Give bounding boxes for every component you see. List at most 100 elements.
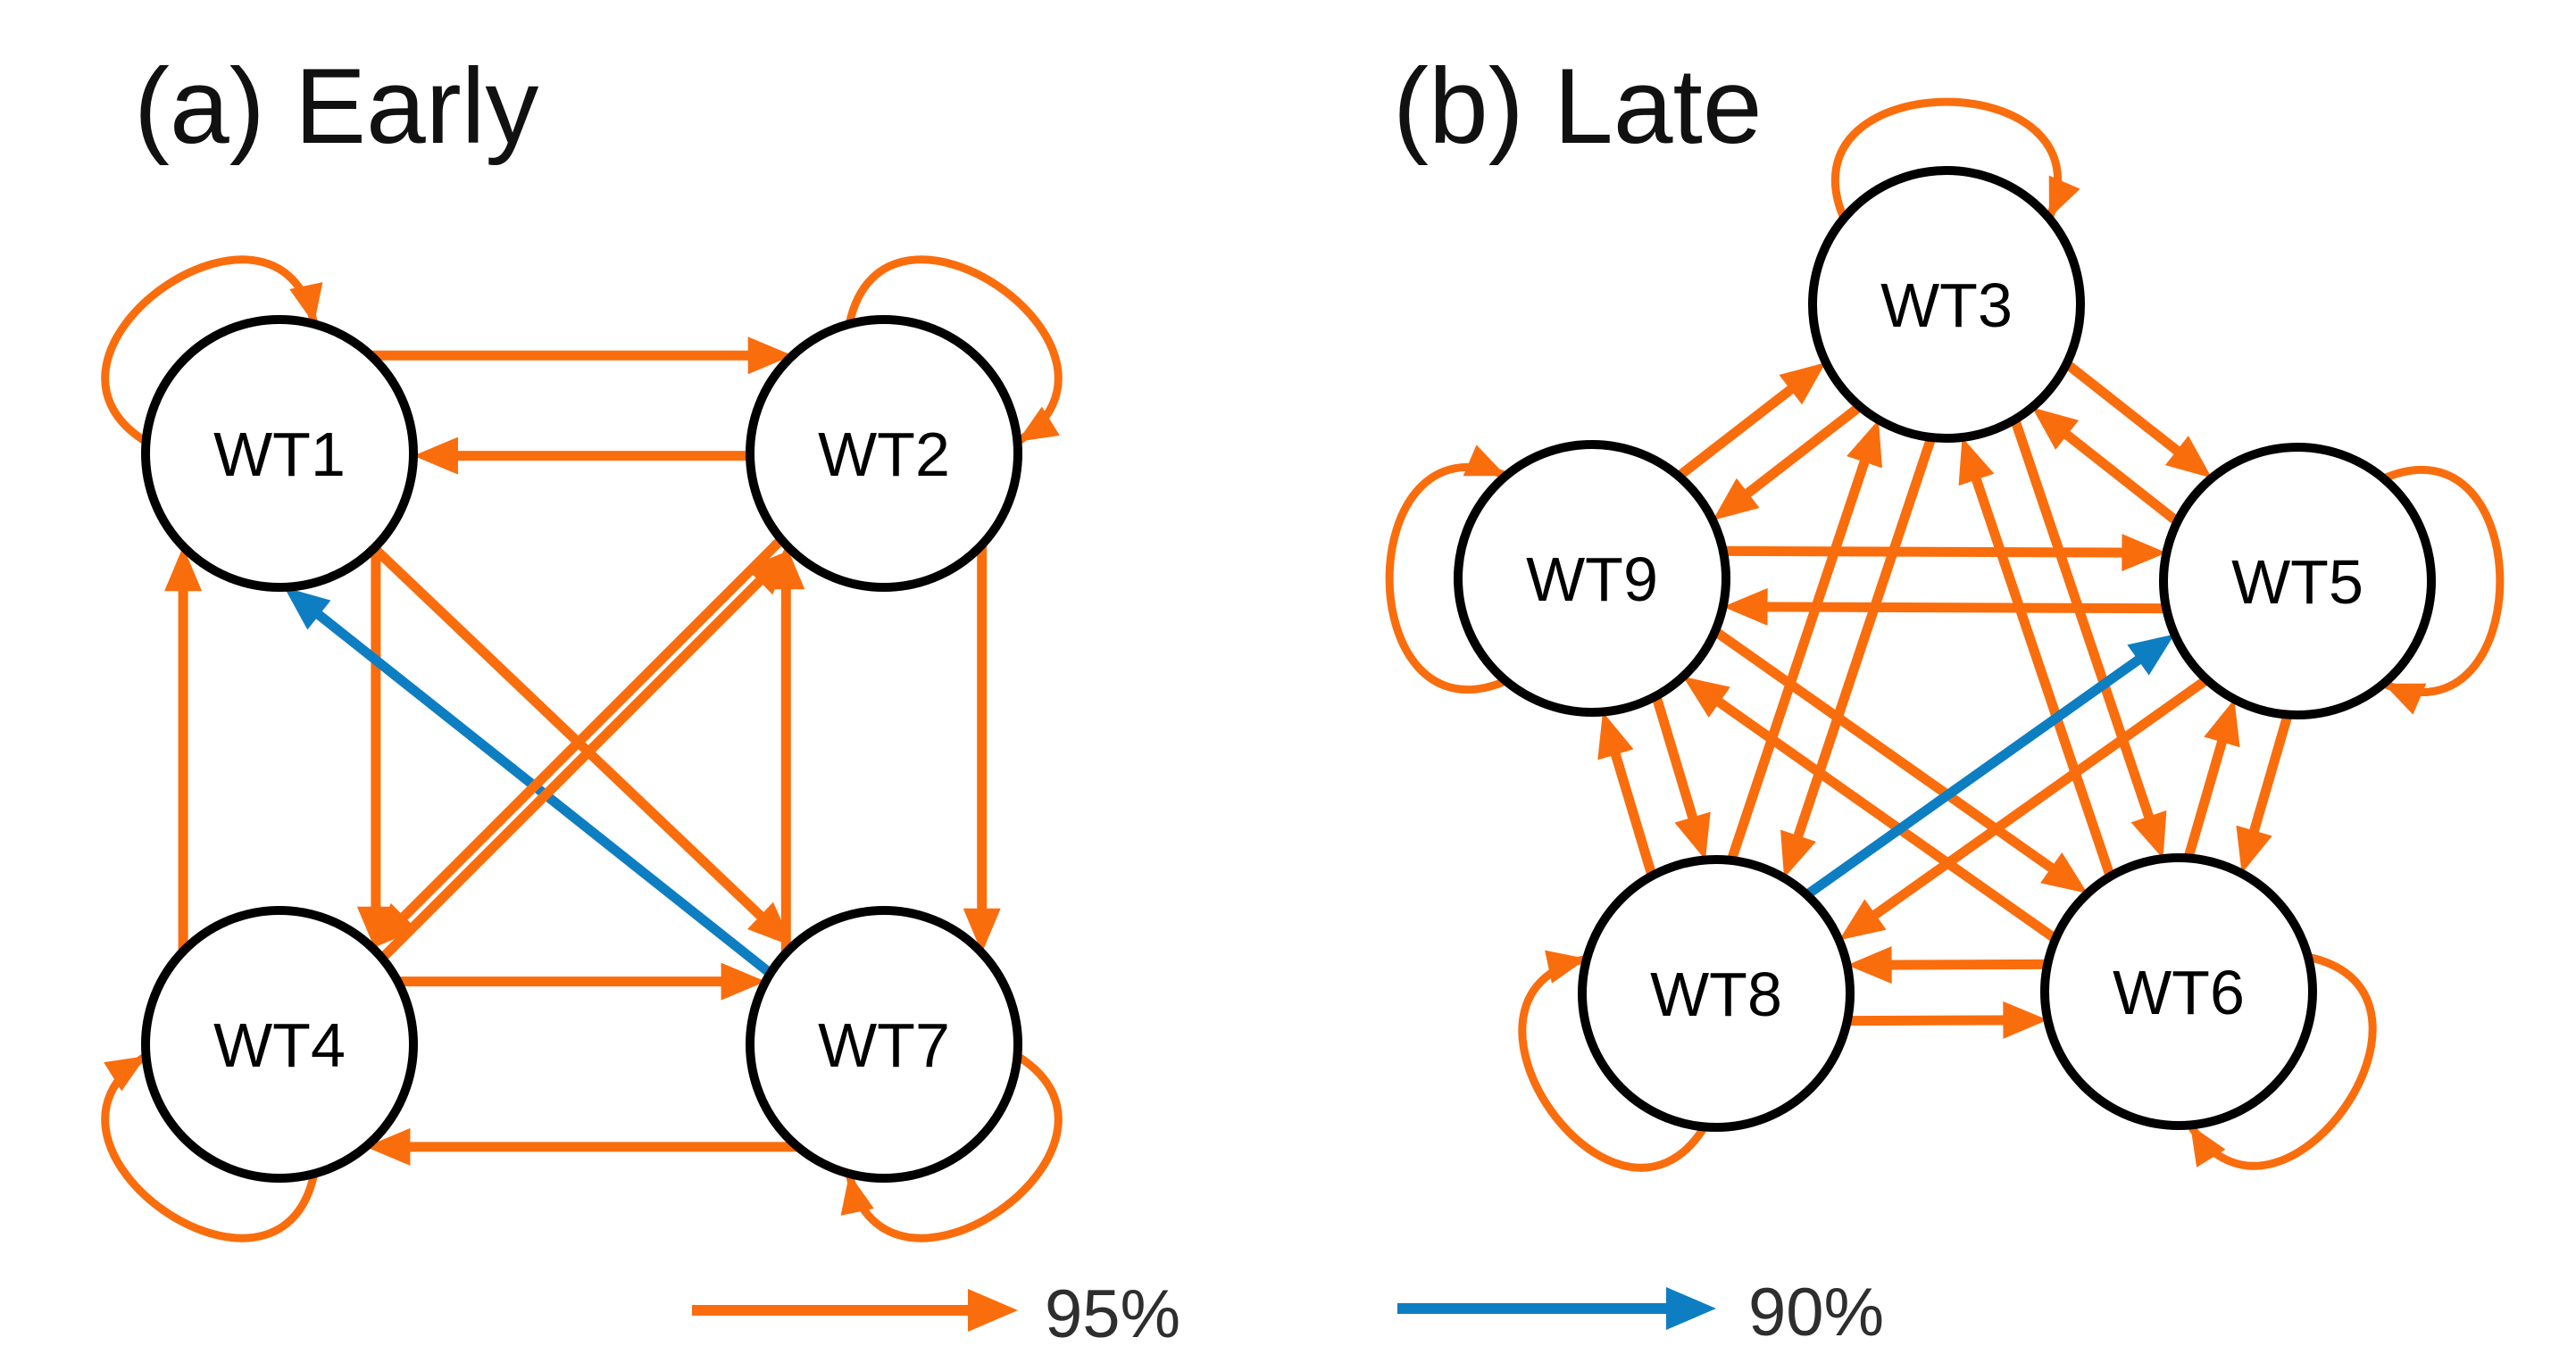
node-wt2-circle — [746, 315, 1022, 592]
node-wt2: WT2 — [746, 315, 1022, 592]
node-wt1: WT1 — [141, 315, 418, 592]
arrowhead-icon — [2040, 852, 2088, 893]
arrowhead-icon — [2383, 683, 2427, 715]
arrowhead-icon — [1722, 587, 1768, 626]
edge-wt8-wt3 — [1726, 420, 1882, 862]
edge-wt6-wt8 — [1847, 946, 2048, 985]
arrowhead-icon — [365, 1127, 411, 1166]
arrowhead-icon — [1847, 420, 1882, 469]
arrowhead-icon — [2127, 634, 2175, 676]
node-wt2-label: WT2 — [818, 420, 950, 489]
edge-wt9-wt5 — [1722, 534, 2167, 572]
edge-wt1-wt4 — [356, 546, 395, 951]
node-wt4: WT4 — [141, 906, 418, 1183]
arrowhead-icon — [2130, 810, 2167, 860]
edge-wt2-wt7 — [963, 544, 1001, 953]
node-wt7: WT7 — [746, 906, 1022, 1183]
edge-wt5-wt9 — [1722, 587, 2167, 626]
node-wt5: WT5 — [2159, 443, 2436, 719]
edge-wt6-wt9 — [1682, 677, 2059, 943]
edge-wt3-wt8 — [1780, 436, 1937, 878]
edge-line — [1722, 545, 2140, 558]
node-wt9-label: WT9 — [1526, 544, 1658, 614]
node-wt8-circle — [1578, 855, 1855, 1132]
arrowhead-icon — [2031, 407, 2080, 450]
edge-line — [388, 536, 785, 933]
arrowhead-icon — [1780, 829, 1816, 878]
edge-wt1-wt7 — [371, 544, 793, 947]
edge-wt5-wt6 — [2236, 713, 2293, 874]
edge-line — [1651, 694, 1703, 836]
edge-line — [1847, 1015, 2022, 1026]
edge-wt4-wt7 — [397, 962, 766, 1001]
node-wt6: WT6 — [2040, 853, 2317, 1130]
node-wt4-circle — [141, 906, 418, 1183]
self-loop-path — [1518, 954, 1708, 1172]
arrowhead-icon — [1597, 711, 1634, 760]
edge-line — [1675, 375, 1808, 480]
edge-wt8-wt9 — [1597, 711, 1657, 877]
self-loop-wt9 — [1385, 445, 1508, 694]
node-wt8: WT8 — [1578, 855, 1855, 1132]
arrowhead-icon — [747, 902, 793, 947]
self-loop-path — [2187, 952, 2377, 1170]
edge-line — [2183, 723, 2232, 860]
arrowhead-icon — [1463, 445, 1506, 477]
arrowhead-icon — [164, 546, 203, 592]
node-wt6-circle — [2040, 853, 2317, 1130]
edge-line — [1788, 436, 1937, 855]
edge-line — [1857, 675, 2210, 929]
node-wt9: WT9 — [1454, 440, 1730, 717]
self-loop-wt6 — [2187, 952, 2377, 1170]
edge-wt6-wt3 — [1958, 436, 2115, 878]
edge-wt2-wt1 — [413, 436, 751, 475]
arrowhead-icon — [104, 1056, 146, 1092]
node-wt5-label: WT5 — [2231, 547, 2363, 617]
node-wt7-circle — [746, 906, 1022, 1183]
node-wt3-circle — [1808, 166, 2085, 443]
legend-95-arrow — [692, 1289, 1018, 1332]
edge-wt3-wt6 — [2010, 418, 2167, 860]
self-loop-path — [1385, 463, 1508, 694]
node-wt7-label: WT7 — [818, 1010, 950, 1080]
panel-early-title: (a) Early — [134, 46, 538, 166]
edge-line — [1873, 959, 2048, 970]
arrowhead-icon — [1847, 946, 1892, 985]
self-loop-path — [2381, 466, 2505, 696]
self-loop-path — [101, 1052, 319, 1242]
edge-wt5-wt8 — [1838, 675, 2210, 941]
edge-line — [1749, 602, 2167, 614]
arrowhead-icon — [2122, 534, 2167, 572]
edge-wt9-wt8 — [1651, 694, 1711, 860]
edge-line — [2010, 418, 2160, 835]
arrowhead-icon — [289, 282, 323, 325]
edge-line — [1804, 645, 2156, 900]
self-loop-wt1 — [101, 255, 323, 445]
edge-wt8-wt5 — [1804, 634, 2175, 900]
edge-line — [1965, 461, 2115, 878]
edge-wt3-wt9 — [1713, 403, 1863, 520]
edge-line — [1726, 443, 1875, 862]
edge-line — [371, 544, 777, 932]
arrowhead-icon — [746, 549, 791, 595]
self-loop-wt8 — [1518, 950, 1708, 1172]
self-loop-wt7 — [840, 1052, 1063, 1242]
panel-late-title: (b) Late — [1393, 46, 1763, 166]
edge-wt4-wt2 — [379, 549, 791, 962]
legend-95-label: 95% — [1045, 1276, 1180, 1352]
self-loop-wt2 — [845, 255, 1063, 445]
arrowhead-icon — [1779, 362, 1826, 405]
arrowhead-icon — [2003, 1001, 2048, 1039]
node-wt3: WT3 — [1808, 166, 2085, 443]
arrowhead-icon — [840, 1173, 874, 1216]
node-wt1-circle — [141, 315, 418, 592]
edge-line — [2049, 420, 2180, 526]
edge-wt5-wt3 — [2031, 407, 2180, 526]
node-wt9-circle — [1454, 440, 1730, 717]
arrowhead-icon — [1674, 811, 1711, 860]
